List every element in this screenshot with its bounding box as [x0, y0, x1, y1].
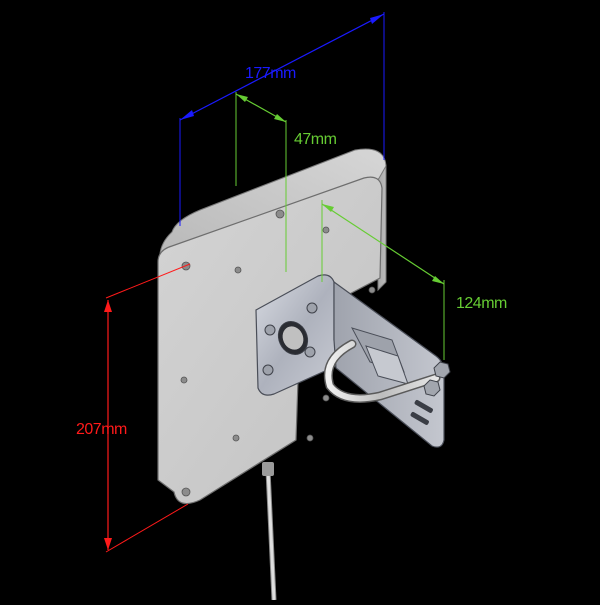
nut — [423, 379, 441, 397]
bracket-slot — [414, 399, 433, 413]
connector — [282, 326, 304, 350]
depth-label: 47mm — [294, 131, 337, 148]
dimension-height: 207mm — [76, 263, 191, 553]
dimension-depth: 47mm — [235, 92, 337, 272]
bracket-dimension-line — [321, 203, 445, 285]
width-dimension-line — [179, 13, 385, 121]
screw — [368, 286, 376, 294]
screw — [275, 209, 285, 219]
bracket-label: 124mm — [456, 295, 507, 312]
height-label: 207mm — [76, 421, 127, 438]
arrowhead — [370, 14, 384, 24]
bracket-bolt — [306, 302, 318, 314]
nut — [433, 361, 451, 379]
bracket-bolt — [262, 364, 274, 376]
dimension-width: 177mm — [179, 12, 385, 226]
screw — [180, 376, 188, 384]
height-extension-line — [105, 263, 191, 299]
screw — [234, 266, 242, 274]
mounting-bracket — [255, 274, 451, 448]
arrowhead — [236, 94, 248, 102]
height-extension-line — [105, 503, 189, 553]
arrowhead — [104, 538, 112, 550]
screw — [232, 434, 240, 442]
bracket-slot — [410, 411, 429, 425]
coax-cable — [262, 462, 277, 601]
arrowhead — [104, 300, 112, 312]
screw — [322, 394, 330, 402]
width-label: 177mm — [245, 65, 296, 82]
arrowhead — [180, 110, 194, 120]
dimension-bracket: 124mm — [321, 200, 508, 360]
screw — [181, 487, 191, 497]
bracket-bolt — [304, 346, 316, 358]
screw — [306, 434, 314, 442]
screw — [322, 226, 330, 234]
arrowhead — [274, 114, 286, 122]
arrowhead — [322, 204, 334, 212]
arrowhead — [432, 276, 444, 284]
cable-gland — [262, 462, 274, 476]
bracket-bolt — [264, 324, 276, 336]
